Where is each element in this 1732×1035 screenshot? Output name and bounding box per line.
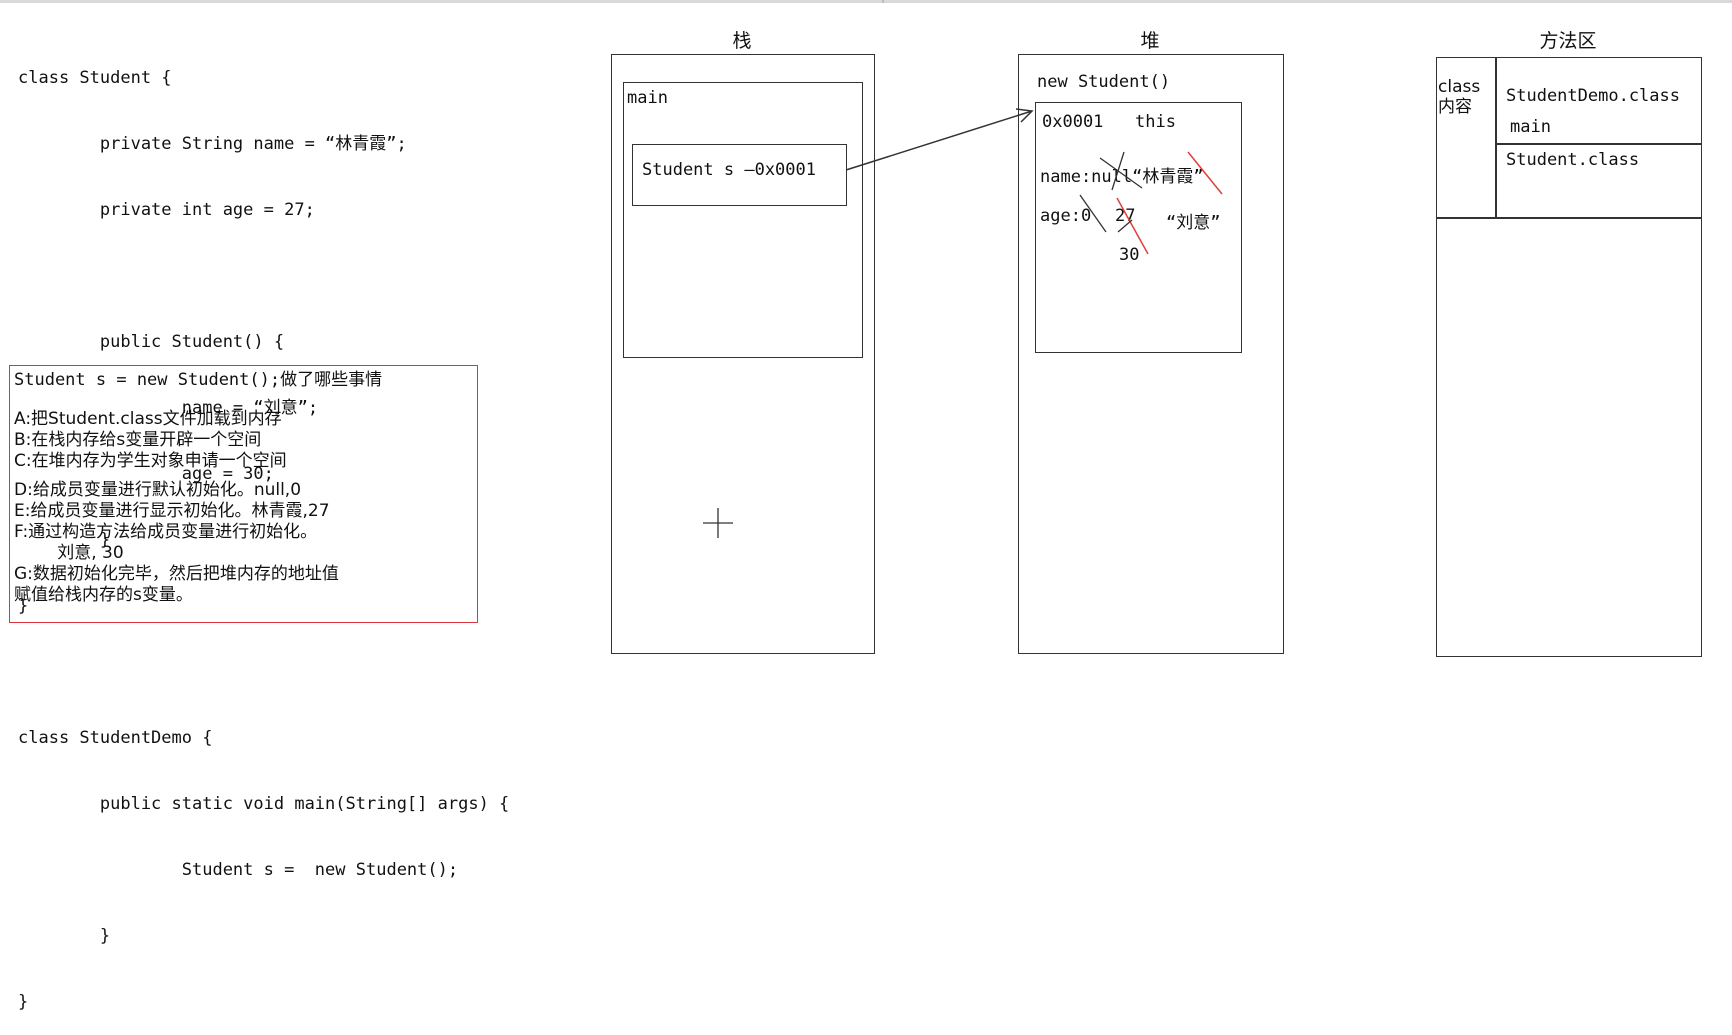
student-object-box: [1035, 102, 1242, 353]
stack-title: 栈: [732, 30, 752, 52]
steps-title: Student s = new Student();做了哪些事情: [14, 370, 383, 390]
method-side-label-1: class: [1438, 77, 1481, 97]
code-line: private String name = “林青霞”;: [18, 134, 407, 154]
code-line: class StudentDemo {: [18, 728, 213, 748]
method-entry-studentdemo: StudentDemo.class: [1506, 86, 1680, 106]
code-line: public Student() {: [18, 332, 285, 352]
object-this: this: [1135, 112, 1176, 132]
code-line: Student s = new Student();: [18, 860, 459, 880]
top-rule: [0, 0, 1732, 3]
method-area-bottom-line: [1436, 217, 1702, 219]
method-area-row-divider: [1495, 143, 1702, 145]
reference-arrow: [845, 108, 1034, 171]
code-line: private int age = 27;: [18, 200, 315, 220]
code-line: name = “刘意”;: [18, 398, 319, 418]
step-g-cont: 赋值给栈内存的s变量。: [14, 585, 193, 605]
code-line: }: [18, 530, 111, 550]
method-side-label-2: 内容: [1438, 97, 1472, 117]
strike-27: [1116, 197, 1149, 255]
object-address: 0x0001: [1042, 112, 1104, 132]
object-name-line: name:null“林青霞”: [1040, 167, 1204, 187]
code-line: }: [18, 596, 29, 616]
strike-null-2: [1111, 151, 1125, 191]
steps-box: Student s = new Student();做了哪些事情 A:把Stud…: [9, 365, 478, 623]
code-line: age = 30;: [18, 464, 274, 484]
main-frame-label: main: [627, 88, 668, 108]
diagram-overlay: [703, 108, 1223, 538]
step-d: D:给成员变量进行默认初始化。null,0: [14, 480, 302, 500]
step-g: G:数据初始化完毕，然后把堆内存的地址值: [14, 564, 339, 584]
strike-age-0: [1079, 194, 1107, 233]
object-age-30: 30: [1119, 245, 1140, 265]
stack-variable-box: [632, 144, 847, 206]
method-area-title: 方法区: [1539, 30, 1597, 52]
strike-null: [1099, 157, 1143, 189]
stack-variable-label: Student s —0x0001: [642, 160, 816, 180]
top-divider: [882, 0, 884, 3]
main-frame: [623, 82, 863, 358]
method-entry-student: Student.class: [1506, 150, 1640, 170]
strike-linqingxia: [1187, 151, 1223, 195]
code-line: class Student {: [18, 68, 172, 88]
step-a: A:把Student.class文件加载到内存: [14, 409, 282, 429]
strike-27-dark: [1117, 219, 1133, 233]
method-entry-main: main: [1510, 117, 1551, 137]
code-line: }: [18, 992, 29, 1012]
method-area-divider: [1495, 57, 1497, 218]
code-line: }: [18, 926, 111, 946]
code-line: [18, 661, 509, 683]
heap-title: 堆: [1140, 30, 1160, 52]
step-f: F:通过构造方法给成员变量进行初始化。: [14, 522, 318, 542]
step-e: E:给成员变量进行显示初始化。林青霞,27: [14, 501, 330, 521]
step-f-detail: 刘意, 30: [14, 543, 124, 563]
code-line: public static void main(String[] args) {: [18, 794, 510, 814]
step-b: B:在栈内存给s变量开辟一个空间: [14, 430, 262, 450]
crosshair-cursor: [703, 508, 733, 538]
heap-new-label: new Student(): [1037, 72, 1171, 92]
step-c: C:在堆内存为学生对象申请一个空间: [14, 451, 287, 471]
object-age-liuyi: “刘意”: [1166, 213, 1221, 233]
object-age-line: age:0: [1040, 206, 1092, 226]
